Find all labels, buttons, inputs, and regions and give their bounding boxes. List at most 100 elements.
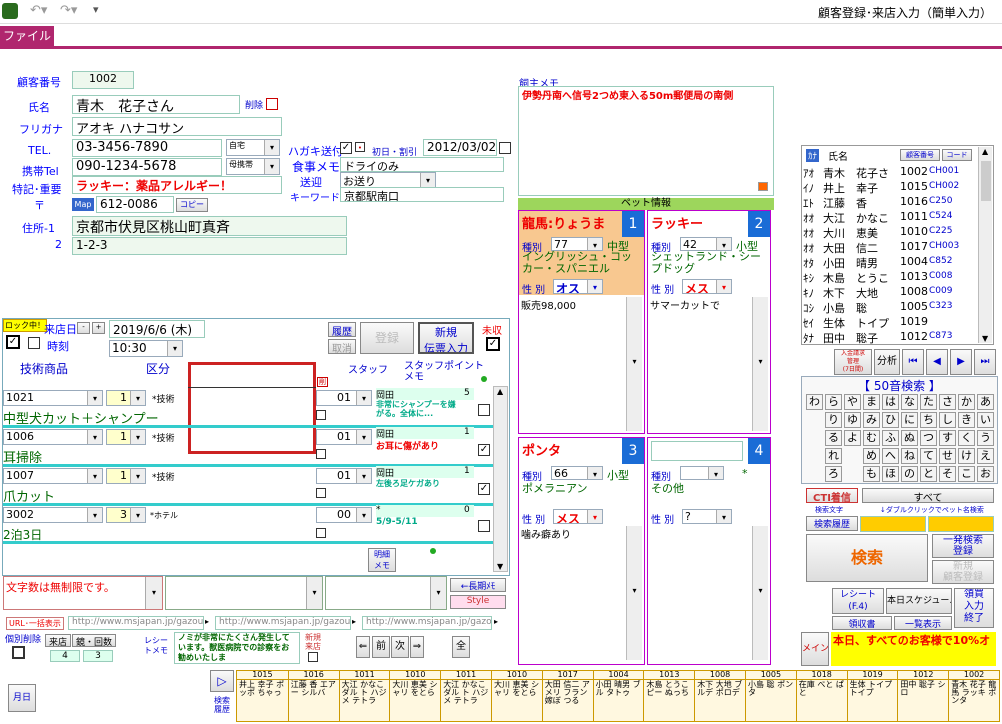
cancel-button[interactable]: 取消 xyxy=(328,339,356,354)
url-2-arrow-icon[interactable]: ▸ xyxy=(352,617,357,626)
service-code-select[interactable]: 1007▾ xyxy=(3,468,103,484)
list-display-button[interactable]: 一覧表示 xyxy=(894,616,952,630)
kana-key[interactable]: て xyxy=(920,448,937,464)
service-done-checkbox[interactable] xyxy=(478,520,490,532)
search-button[interactable]: 検索 xyxy=(806,534,928,582)
kana-key[interactable]: な xyxy=(901,394,918,410)
kana-key[interactable]: か xyxy=(958,394,975,410)
kana-key[interactable]: ち xyxy=(920,412,937,428)
all-button[interactable]: 全 xyxy=(452,636,470,658)
service-qty-select[interactable]: 1▾ xyxy=(106,468,146,484)
strip-search-history[interactable]: 検索 履歴 xyxy=(214,696,230,714)
receipt-book-button[interactable]: 領収書 xyxy=(832,616,892,630)
next-button[interactable]: 次 xyxy=(391,636,409,658)
pet-4-sex-select[interactable]: ?▾ xyxy=(682,509,732,524)
unpaid-checkbox[interactable]: ✓ xyxy=(486,337,500,351)
service-qty-select[interactable]: 1▾ xyxy=(106,390,146,406)
url-display-button[interactable]: URL･一括表示 xyxy=(6,617,64,630)
kana-key[interactable]: ぬ xyxy=(901,430,918,446)
kana-key[interactable]: は xyxy=(882,394,899,410)
kana-key[interactable]: く xyxy=(958,430,975,446)
file-tab[interactable]: ファイル xyxy=(0,26,54,46)
lock-checkbox[interactable]: ✓ xyxy=(6,335,20,349)
service-checkbox[interactable] xyxy=(316,528,326,538)
pet-1-type-select[interactable]: 77▾ xyxy=(551,237,603,251)
prev-button[interactable]: 前 xyxy=(372,636,390,658)
service-code-select[interactable]: 1021▾ xyxy=(3,390,103,406)
new-visit-checkbox[interactable] xyxy=(308,652,318,662)
tel-field[interactable]: 03-3456-7890 xyxy=(72,139,222,157)
visit-count-button[interactable]: 来店 xyxy=(45,634,71,647)
service-done-checkbox[interactable]: ✓ xyxy=(478,444,490,456)
pet-4-memo[interactable] xyxy=(650,526,750,660)
kana-key[interactable]: こ xyxy=(958,466,975,482)
cti-button[interactable]: CTI着信 xyxy=(806,488,858,503)
memo-dropdown-2[interactable]: ▾ xyxy=(165,576,323,610)
date-next-button[interactable]: + xyxy=(92,322,105,334)
services-scrollbar[interactable]: ▲ ▼ xyxy=(493,386,508,572)
service-staff-select[interactable]: 01▾ xyxy=(316,390,372,406)
kana-key[interactable]: と xyxy=(920,466,937,482)
pet-2-name[interactable]: ラッキー xyxy=(651,217,704,232)
first-date-field[interactable]: 2012/03/02 xyxy=(423,139,497,156)
service-qty-select[interactable]: 1▾ xyxy=(106,429,146,445)
note-field[interactable]: ラッキー：薬品アレルギー！ xyxy=(72,176,282,194)
pet-2-sex-select[interactable]: メス▾ xyxy=(682,279,732,294)
kana-key[interactable]: へ xyxy=(882,448,899,464)
keyword-field[interactable]: 京都駅南口 xyxy=(340,187,504,202)
service-qty-select[interactable]: 3▾ xyxy=(106,507,146,523)
free-text-area[interactable]: 文字数は無制限です。 xyxy=(3,576,163,610)
kana-key[interactable]: ふ xyxy=(882,430,899,446)
new-customer-button[interactable]: 新規 顧客登録 xyxy=(932,560,994,584)
owner-memo-expand-icon[interactable] xyxy=(758,182,768,191)
prev-record-button[interactable]: ◀ xyxy=(926,349,948,375)
kana-key[interactable]: お xyxy=(977,466,994,482)
free-text-dropdown-icon[interactable]: ▾ xyxy=(145,577,162,609)
delete-row-icon[interactable]: 削 xyxy=(317,377,328,387)
list-header-code[interactable]: コード xyxy=(942,149,972,161)
pet-1-memo[interactable]: 販売98,000 xyxy=(521,301,576,312)
register-button[interactable]: 登録 xyxy=(360,322,414,354)
kana-key[interactable]: み xyxy=(863,412,880,428)
kana-key[interactable]: や xyxy=(844,394,861,410)
all-customers-button[interactable]: すべて xyxy=(862,488,994,503)
delete-checkbox[interactable] xyxy=(266,98,278,110)
kana-key[interactable]: い xyxy=(977,412,994,428)
kana-key[interactable]: う xyxy=(977,430,994,446)
kana-key[interactable]: せ xyxy=(939,448,956,464)
kana-key[interactable]: ら xyxy=(825,394,842,410)
service-done-checkbox[interactable] xyxy=(478,404,490,416)
url-field-2[interactable]: http://www.msjapan.jp/gazou/ xyxy=(215,616,351,630)
pet-1-scrollbar[interactable]: ▾ xyxy=(626,297,642,431)
move-left-button[interactable]: ⇐ xyxy=(356,636,370,658)
kana-key[interactable]: わ xyxy=(806,394,823,410)
pet-4-scrollbar[interactable]: ▾ xyxy=(752,526,768,660)
kana-key[interactable]: ま xyxy=(863,394,880,410)
kana-key[interactable]: た xyxy=(920,394,937,410)
kana-key[interactable]: に xyxy=(901,412,918,428)
service-checkbox[interactable] xyxy=(316,488,326,498)
pet-3-sex-select[interactable]: メス▾ xyxy=(553,509,603,524)
owner-memo-field[interactable]: 伊勢丹南へ信号2つめ東入る50m郵便局の南側 xyxy=(518,86,774,196)
next-record-button[interactable]: ▶ xyxy=(950,349,972,375)
time-checkbox[interactable] xyxy=(28,337,40,349)
receipt-memo-field[interactable]: ノミが非常にたくさん発生しています。獣医病院での診察をお勧めいたしま xyxy=(174,632,300,664)
deposit-button[interactable]: 入金請求 管理 (7日間) xyxy=(834,349,872,375)
pet-3-type-select[interactable]: 66▾ xyxy=(551,466,603,480)
service-done-checkbox[interactable]: ✓ xyxy=(478,483,490,495)
pet-1-sex-select[interactable]: オス▾ xyxy=(553,279,603,294)
detail-memo-button[interactable]: 明細 メモ xyxy=(368,548,396,572)
